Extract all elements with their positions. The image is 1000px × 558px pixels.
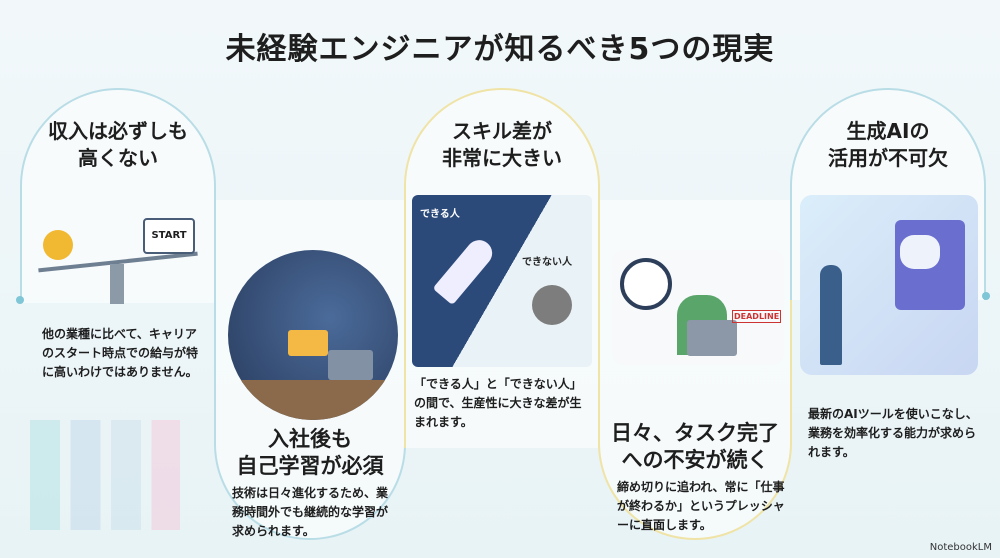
- robot-icon: [900, 235, 940, 269]
- book-icon: [288, 330, 328, 356]
- rocket-vs-boulder-illustration: できる人 できない人: [412, 195, 592, 367]
- title-line: 高くない: [78, 146, 158, 170]
- laptop-icon: [687, 320, 737, 356]
- calendar-start-icon: START: [143, 218, 195, 254]
- panel-2-title: 入社後も自己学習が必須: [214, 426, 406, 480]
- deadline-note: DEADLINE: [732, 310, 782, 323]
- panel-3-title: スキル差が非常に大きい: [404, 118, 600, 172]
- title-line: 入社後も: [268, 427, 352, 451]
- stressed-worker-illustration: DEADLINE: [612, 250, 784, 365]
- panel-5-title: 生成AIの活用が不可欠: [790, 118, 986, 172]
- person: [820, 265, 842, 365]
- panel-5-text: 最新のAIツールを使いこなし、業務を効率化する能力が求められます。: [808, 407, 978, 459]
- connector-dot: [982, 292, 990, 300]
- coin-icon: [43, 230, 73, 260]
- scale-illustration: START: [38, 190, 208, 315]
- declining-chart-decoration: [30, 420, 180, 530]
- panel-1-text: 他の業種に比べて、キャリアのスタート時点での給与が特に高いわけではありません。: [42, 327, 199, 379]
- studying-illustration: [228, 250, 398, 420]
- title-line: 非常に大きい: [442, 146, 562, 170]
- desk: [228, 380, 398, 420]
- title-line: スキル差が: [452, 119, 552, 143]
- panel-1-title: 収入は必ずしも高くない: [20, 118, 216, 172]
- clock-icon: [620, 258, 672, 310]
- title-line: 日々、タスク完了: [611, 421, 779, 445]
- title-line: 活用が不可欠: [828, 146, 948, 170]
- title-line: への不安が続く: [621, 448, 769, 472]
- image-label: できる人: [420, 209, 460, 220]
- boulder-icon: [532, 285, 572, 325]
- notebooklm-logo: NotebookLM: [929, 542, 992, 553]
- scale-stand: [110, 264, 124, 304]
- laptop-icon: [328, 350, 373, 380]
- panel-4-text: 締め切りに追われ、常に「仕事が終わるか」というプレッシャーに直面します。: [617, 480, 785, 532]
- page-title: 未経験エンジニアが知るべき5つの現実: [225, 32, 775, 67]
- panel-2-text: 技術は日々進化するため、業務時間外でも継続的な学習が求められます。: [232, 486, 389, 538]
- image-label: できない人: [522, 257, 572, 268]
- panel-4-title: 日々、タスク完了への不安が続く: [598, 420, 792, 474]
- title-line: 生成AIの: [846, 119, 930, 143]
- rocket-icon: [432, 234, 498, 306]
- title-line: 収入は必ずしも: [48, 119, 188, 143]
- ai-robot-illustration: [800, 195, 978, 375]
- panel-3-text: 「できる人」と「できない人」の間で、生産性に大きな差が生まれます。: [414, 377, 582, 429]
- connector-dot: [16, 296, 24, 304]
- title-line: 自己学習が必須: [236, 454, 384, 478]
